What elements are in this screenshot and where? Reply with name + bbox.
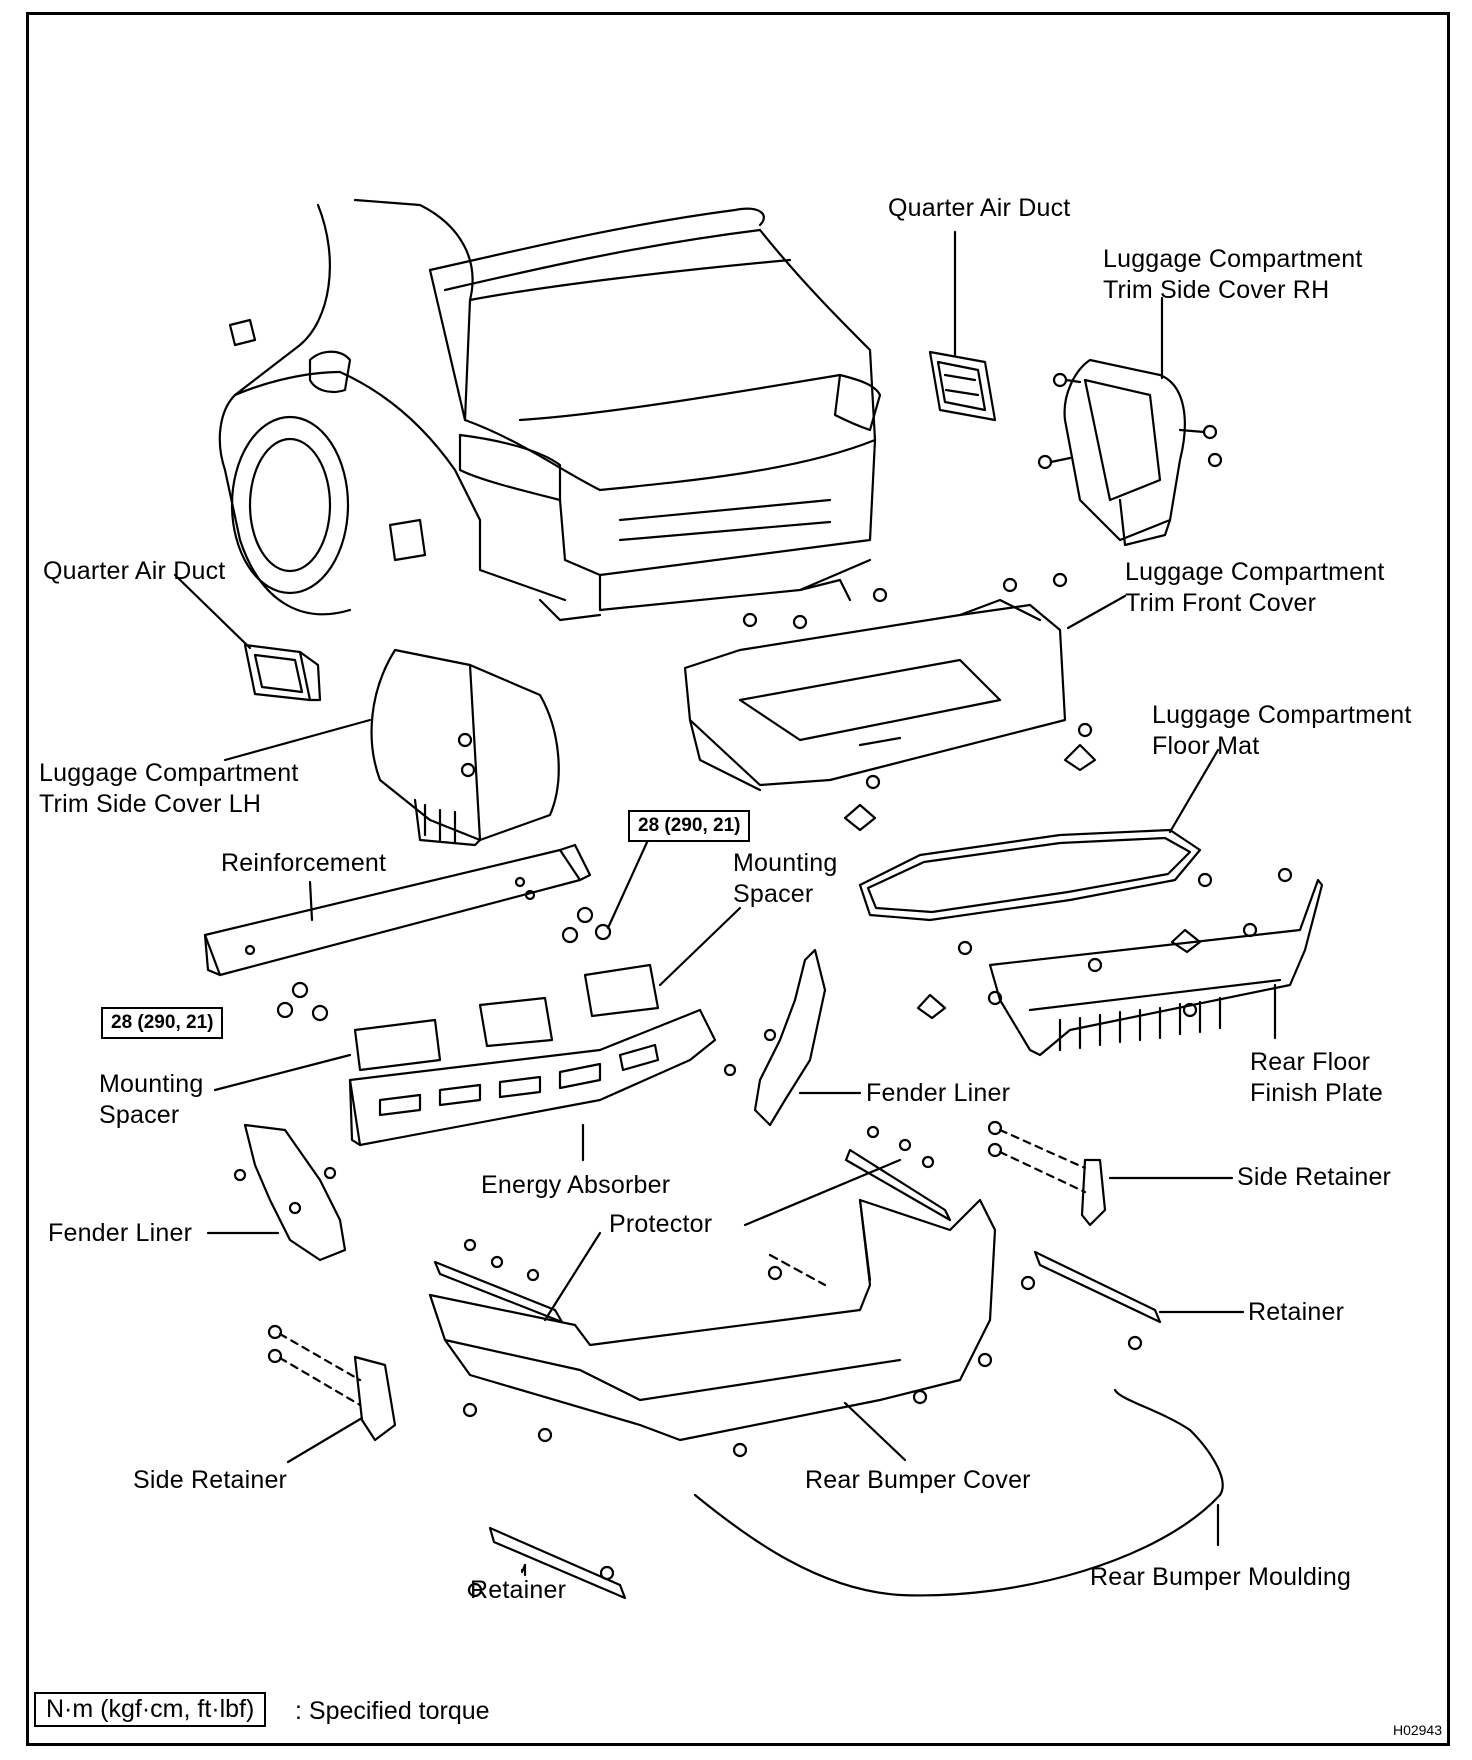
rear-bumper-moulding-part <box>693 1388 1224 1597</box>
label-energy-absorber: Energy Absorber <box>481 1171 671 1199</box>
quarter-air-duct-lh-part <box>243 643 322 702</box>
label-trim-side-cover-rh: Luggage Compartment Trim Side Cover RH <box>1103 245 1363 304</box>
trim-side-cover-lh-part <box>370 648 560 847</box>
label-rear-bumper-moulding: Rear Bumper Moulding <box>1090 1563 1352 1591</box>
retainer-right-part <box>1033 1250 1162 1324</box>
torque-nuts-upper <box>561 906 612 944</box>
torque-box-upper: 28 (290, 21) <box>628 810 751 842</box>
legend-torque-units: N·m (kgf·cm, ft·lbf) <box>34 1692 267 1727</box>
quarter-air-duct-rh-part <box>928 350 997 422</box>
energy-absorber-part <box>348 1008 717 1147</box>
trim-front-cover-part <box>683 572 1097 832</box>
bumper-screws <box>462 1265 1143 1598</box>
label-retainer-bottom: Retainer <box>470 1576 567 1604</box>
leader-mounting-spacer-left <box>213 1053 352 1092</box>
leader-floor-mat <box>1168 748 1220 834</box>
label-quarter-air-duct-lh: Quarter Air Duct <box>43 557 226 585</box>
label-trim-side-cover-lh: Luggage Compartment Trim Side Cover LH <box>39 759 299 818</box>
diagram-frame <box>26 12 1450 1746</box>
trim-side-cover-rh-part <box>1037 358 1223 547</box>
leader-retainer-bottom-3 <box>520 1563 527 1574</box>
leader-quarter-air-duct-lh <box>173 573 252 650</box>
label-rear-bumper-cover: Rear Bumper Cover <box>805 1466 1031 1494</box>
reinforcement-part <box>203 843 592 977</box>
label-mounting-spacer-left: Mounting Spacer <box>99 1070 204 1129</box>
label-quarter-air-duct-rh: Quarter Air Duct <box>888 194 1071 222</box>
label-mounting-spacer-right: Mounting Spacer <box>733 849 838 908</box>
label-fender-liner-left: Fender Liner <box>48 1219 193 1247</box>
figure-code: H02943 <box>1392 1722 1442 1738</box>
protector-parts <box>433 1125 952 1324</box>
label-side-retainer-right: Side Retainer <box>1237 1163 1392 1191</box>
label-side-retainer-left: Side Retainer <box>133 1466 288 1494</box>
label-floor-mat: Luggage Compartment Floor Mat <box>1152 701 1412 760</box>
label-rear-floor-finish-plate: Rear Floor Finish Plate <box>1250 1048 1384 1107</box>
rear-bumper-cover-part <box>428 1198 997 1442</box>
rear-floor-finish-plate-part <box>916 867 1324 1057</box>
leader-protector-right <box>743 1158 902 1227</box>
side-retainer-right-part <box>987 1120 1107 1227</box>
label-fender-liner-right: Fender Liner <box>866 1079 1011 1107</box>
fender-liner-left-part <box>233 1123 347 1262</box>
leader-side-retainer-left <box>286 1416 364 1464</box>
side-retainer-left-part <box>267 1324 397 1442</box>
floor-mat-part <box>858 828 1202 922</box>
leader-trim-side-cover-lh <box>223 718 372 762</box>
legend-torque-meaning: : Specified torque <box>295 1697 490 1725</box>
leader-mounting-spacer-right <box>658 906 742 987</box>
torque-nuts-left <box>276 981 329 1022</box>
fender-liner-right-part <box>723 948 827 1127</box>
leader-reinforcement <box>308 880 314 922</box>
leader-rear-bumper-cover <box>843 1401 907 1462</box>
label-retainer-right: Retainer <box>1248 1298 1345 1326</box>
label-protector: Protector <box>609 1210 713 1238</box>
leader-trim-front-cover <box>1066 594 1127 630</box>
leader-protector-left <box>543 1231 602 1322</box>
leader-torque-upper <box>606 838 650 930</box>
torque-box-left: 28 (290, 21) <box>101 1007 224 1039</box>
label-trim-front-cover: Luggage Compartment Trim Front Cover <box>1125 558 1385 617</box>
mounting-spacer-parts <box>353 963 660 1072</box>
car-body-illustration <box>218 198 882 622</box>
retainer-bottom-part <box>488 1526 627 1600</box>
label-reinforcement: Reinforcement <box>221 849 387 877</box>
